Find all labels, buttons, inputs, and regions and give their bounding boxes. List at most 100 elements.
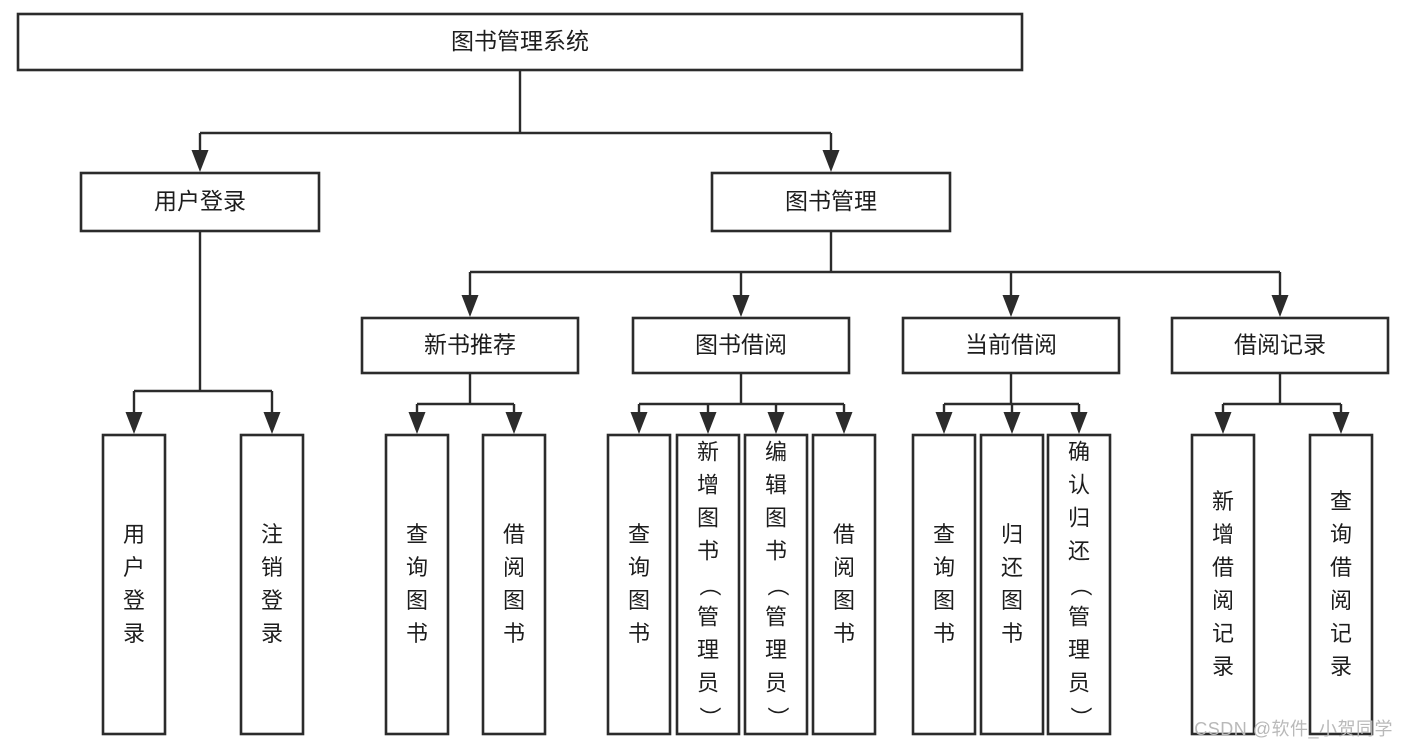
arrow-head-icon: [408, 412, 426, 434]
node-label-char: 记: [1212, 621, 1234, 646]
node-label-char: 还: [1001, 555, 1023, 580]
node-box-leaf-query-book-rec[interactable]: [384, 433, 450, 736]
node-label-char: 书: [1001, 621, 1023, 646]
node-box-leaf-add-book-admin[interactable]: [675, 433, 741, 736]
node-box-leaf-user-login[interactable]: [101, 433, 167, 736]
node-book-borrow[interactable]: 图书借阅: [631, 316, 851, 375]
node-label-char: 员: [765, 670, 787, 695]
node-label-char: 图: [765, 505, 787, 530]
connector-edge-root-to-level1: [191, 70, 840, 172]
node-label-book-borrow: 图书借阅: [695, 332, 787, 358]
node-box-leaf-query-borrow-record[interactable]: [1308, 433, 1374, 736]
node-label-char: 记: [1330, 621, 1352, 646]
node-borrow-record[interactable]: 借阅记录: [1170, 316, 1390, 375]
node-label-char: 认: [1068, 472, 1090, 497]
node-label-char: 新: [697, 439, 719, 464]
connector-edge-borrow-record-to-leaves: [1214, 373, 1350, 434]
arrow-head-icon: [1214, 412, 1232, 434]
node-leaf-user-login[interactable]: 用户登录: [101, 433, 167, 736]
node-label-char: 借: [503, 522, 525, 547]
node-root[interactable]: 图书管理系统: [16, 12, 1024, 72]
node-box-leaf-edit-book-admin[interactable]: [743, 433, 809, 736]
node-current-borrow[interactable]: 当前借阅: [901, 316, 1121, 375]
node-box-leaf-borrow-book-rec[interactable]: [481, 433, 547, 736]
node-label-char: 归: [1068, 505, 1090, 530]
node-book-manage[interactable]: 图书管理: [710, 171, 952, 233]
node-label-char: 图: [833, 588, 855, 613]
node-label-root: 图书管理系统: [451, 28, 589, 54]
node-new-book-recommend[interactable]: 新书推荐: [360, 316, 580, 375]
node-label-char: 管: [697, 604, 719, 629]
node-label-char: 图: [1001, 588, 1023, 613]
arrow-head-icon: [505, 412, 523, 434]
node-box-book-manage[interactable]: [710, 171, 952, 233]
connector-edge-new-book-to-leaves: [408, 373, 523, 434]
arrow-head-icon: [263, 412, 281, 434]
node-label-char: 用: [123, 522, 145, 547]
node-label-char: 书: [765, 538, 787, 563]
node-label-char: 阅: [503, 555, 525, 580]
node-box-leaf-query-book-borrow[interactable]: [606, 433, 672, 736]
node-label-char: 录: [1212, 654, 1234, 679]
node-box-root[interactable]: [16, 12, 1024, 72]
node-box-borrow-record[interactable]: [1170, 316, 1390, 375]
arrow-head-icon: [630, 412, 648, 434]
connector-edge-user-login-to-leaves: [125, 231, 281, 434]
node-box-new-book-recommend[interactable]: [360, 316, 580, 375]
arrow-head-icon: [1271, 295, 1289, 317]
node-box-leaf-logout[interactable]: [239, 433, 305, 736]
node-box-book-borrow[interactable]: [631, 316, 851, 375]
node-box-leaf-return-book[interactable]: [979, 433, 1045, 736]
node-label-borrow-record: 借阅记录: [1234, 332, 1326, 358]
node-label-char: 登: [123, 588, 145, 613]
watermark-text: CSDN @软件_小贺同学: [1194, 719, 1393, 739]
arrow-head-icon: [461, 295, 479, 317]
node-label-char: 询: [406, 555, 428, 580]
node-label-char: 阅: [1212, 588, 1234, 613]
node-label-char: ）: [1068, 706, 1093, 728]
node-label-char: 询: [628, 555, 650, 580]
node-box-leaf-borrow-book[interactable]: [811, 433, 877, 736]
node-label-char: 书: [628, 621, 650, 646]
node-label-book-manage: 图书管理: [785, 188, 877, 214]
node-box-leaf-add-borrow-record[interactable]: [1190, 433, 1256, 736]
arrow-head-icon: [935, 412, 953, 434]
node-box-leaf-query-book-current[interactable]: [911, 433, 977, 736]
node-label-char: 询: [933, 555, 955, 580]
node-label-char: 借: [1212, 555, 1234, 580]
node-label-char: 询: [1330, 522, 1352, 547]
node-layer: 图书管理系统用户登录图书管理新书推荐图书借阅当前借阅借阅记录用户登录注销登录查询…: [16, 12, 1390, 736]
node-label-char: 录: [261, 621, 283, 646]
connector-edge-book-borrow-to-leaves: [630, 373, 853, 434]
node-box-user-login[interactable]: [79, 171, 321, 233]
node-label-char: 理: [765, 637, 787, 662]
node-label-char: 图: [933, 588, 955, 613]
node-label-char: 登: [261, 588, 283, 613]
node-label-char: 图: [628, 588, 650, 613]
node-label-char: 阅: [833, 555, 855, 580]
node-label-char: 借: [1330, 555, 1352, 580]
node-box-current-borrow[interactable]: [901, 316, 1121, 375]
node-label-user-login: 用户登录: [154, 188, 246, 214]
node-box-leaf-confirm-return-admin[interactable]: [1046, 433, 1112, 736]
node-user-login[interactable]: 用户登录: [79, 171, 321, 233]
arrow-head-icon: [1070, 412, 1088, 434]
node-label-char: 录: [1330, 654, 1352, 679]
